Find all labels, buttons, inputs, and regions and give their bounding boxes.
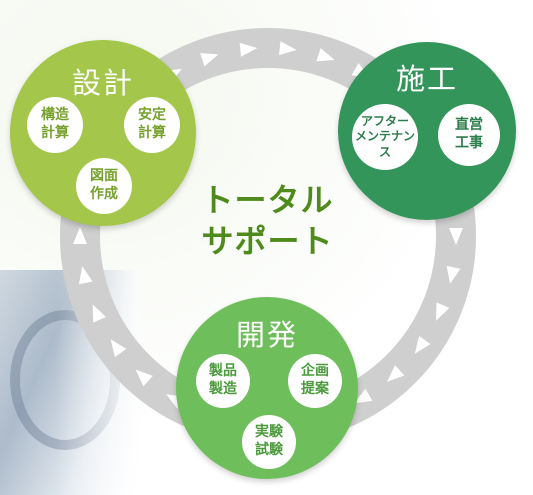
ring-arrow bbox=[279, 41, 297, 56]
construction-item-maintenance: アフターメンテナンス bbox=[352, 104, 418, 170]
ring-arrow bbox=[414, 335, 431, 354]
center-title-line1: トータル bbox=[201, 181, 334, 219]
construction-circle: 施工 アフターメンテナンス 直営工事 bbox=[338, 42, 516, 220]
design-item-structural-calc: 構造計算 bbox=[27, 97, 83, 153]
development-title: 開発 bbox=[235, 318, 298, 352]
construction-title: 施工 bbox=[395, 62, 458, 96]
center-title: トータル サポート bbox=[200, 180, 335, 262]
ring-arrow bbox=[239, 42, 258, 57]
construction-item-direct-work: 直営工事 bbox=[438, 104, 500, 166]
ring-arrow bbox=[436, 302, 450, 321]
ring-arrow bbox=[387, 365, 405, 382]
center-title-line2: サポート bbox=[201, 221, 334, 260]
development-circle: 開発 製品製造 企画提案 実験試験 bbox=[176, 297, 358, 479]
ring-arrow bbox=[446, 265, 461, 284]
design-item-drawing: 図面作成 bbox=[76, 158, 132, 214]
ring-arrow bbox=[92, 304, 106, 323]
development-item-manufacturing: 製品製造 bbox=[196, 354, 250, 408]
ring-arrow bbox=[449, 228, 463, 245]
ring-arrow bbox=[200, 53, 219, 67]
ring-arrow bbox=[354, 388, 373, 404]
design-title: 設計 bbox=[71, 66, 134, 100]
development-item-testing: 実験試験 bbox=[242, 415, 296, 469]
design-circle: 設計 構造計算 安定計算 図面作成 bbox=[10, 40, 196, 226]
construction-site-photo bbox=[0, 270, 140, 495]
ring-arrow bbox=[110, 339, 127, 358]
ring-arrow bbox=[73, 227, 87, 244]
design-item-stability-calc: 安定計算 bbox=[124, 97, 180, 153]
ring-arrow bbox=[78, 266, 93, 285]
ring-arrow bbox=[316, 48, 335, 62]
development-item-planning: 企画提案 bbox=[288, 354, 342, 408]
ring-arrow bbox=[135, 369, 153, 387]
